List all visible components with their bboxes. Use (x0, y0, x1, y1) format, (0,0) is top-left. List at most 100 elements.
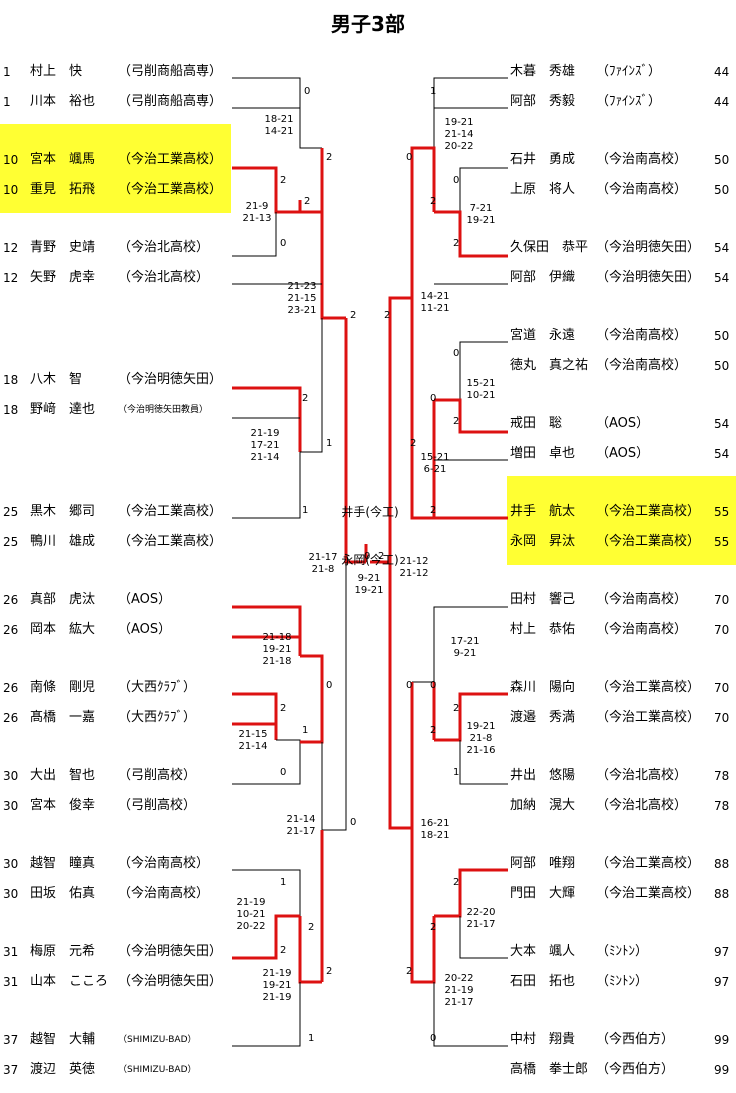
player-name: 中村 翔貴 (510, 1032, 576, 1047)
team-name: （今治工業高校） (118, 504, 223, 519)
team-name: （今治工業高校） (118, 152, 223, 167)
right-player-row: 村上 恭佑（今治南高校）70 (0, 621, 736, 639)
right-player-row: 門田 大輝（今治工業高校）88 (0, 885, 736, 903)
player-name: 田村 響己 (510, 592, 576, 607)
score-L3: 21-23 21-15 23-21 (287, 281, 317, 316)
game-count: 2 (430, 196, 437, 207)
player-name: 森川 陽向 (510, 680, 576, 695)
bracket-line (232, 212, 277, 257)
right-player-row: 上原 将人（今治南高校）50 (0, 181, 736, 199)
team-name: （AOS） (118, 592, 172, 607)
seed-number: 44 (714, 95, 730, 109)
bracket-win-line (410, 828, 436, 984)
team-name: （今治工業高校） (596, 710, 701, 725)
player-name: 宮本 俊幸 (30, 798, 96, 813)
team-name: （今治工業高校） (118, 534, 223, 549)
player-name: 井出 悠陽 (510, 768, 576, 783)
game-count: 2 (453, 238, 460, 249)
player-name: 大出 智也 (30, 768, 96, 783)
score-L5: 21-18 19-21 21-18 (262, 632, 292, 667)
team-name: （今治明徳矢田） (118, 372, 223, 387)
game-count: 0 (326, 680, 333, 691)
game-count: 1 (302, 505, 309, 516)
game-count: 2 (280, 945, 287, 956)
team-name: （今治明徳矢田） (118, 974, 223, 989)
team-name: （今治工業高校） (596, 504, 701, 519)
game-count: 0 (453, 175, 460, 186)
team-name: （今治南高校） (596, 592, 688, 607)
seed-number: 37 (3, 1033, 19, 1047)
player-name: 加納 滉大 (510, 798, 576, 813)
game-count: 2 (350, 310, 357, 321)
seed-number: 70 (714, 711, 730, 725)
player-name: 徳丸 真之祐 (510, 358, 589, 373)
team-name: （AOS） (596, 446, 650, 461)
team-name: （今治北高校） (118, 240, 210, 255)
game-count: 0 (304, 86, 311, 97)
player-name: 阿部 伊織 (510, 270, 576, 285)
score-R6: 17-21 9-21 (450, 636, 480, 659)
player-name: 戒田 聡 (510, 416, 563, 431)
game-count: 1 (453, 767, 460, 778)
player-name: 鴨川 雄成 (30, 534, 96, 549)
right-player-row: 井出 悠陽（今治北高校）78 (0, 767, 736, 785)
score-L9: 21-19 19-21 21-19 (262, 968, 292, 1003)
team-name: （AOS） (596, 416, 650, 431)
team-name: （ﾐﾝﾄﾝ） (596, 974, 649, 989)
bracket-line (232, 739, 301, 785)
player-name: 越智 大輔 (30, 1032, 96, 1047)
score-L7: 21-14 21-17 (286, 814, 316, 837)
bracket-line (412, 606, 508, 683)
team-name: （今治工業高校） (596, 856, 701, 871)
left-player-row: 37 越智 大輔 （SHIMIZU-BAD） (0, 1031, 232, 1049)
champion-line-1: 井手(今工) (341, 505, 399, 519)
right-player-row: 戒田 聡（AOS）54 (0, 415, 736, 433)
seed-number: 54 (714, 241, 730, 255)
seed-number: 26 (3, 711, 19, 725)
game-count: 2 (326, 152, 333, 163)
seed-number: 30 (3, 887, 19, 901)
team-name: （ﾌｧｲﾝｽﾞ） (596, 64, 662, 79)
team-name: （今治南高校） (118, 856, 210, 871)
team-name: （今治明徳矢田教員） (118, 405, 209, 415)
game-count: 2 (406, 966, 413, 977)
right-player-row: 加納 滉大（今治北高校）78 (0, 797, 736, 815)
game-count: 1 (308, 1033, 315, 1044)
bracket-win-line (232, 914, 300, 960)
player-name: 矢野 虎幸 (30, 270, 96, 285)
score-RF: 21-12 21-12 (399, 556, 429, 579)
seed-number: 88 (714, 887, 730, 901)
player-name: 石井 勇成 (510, 152, 576, 167)
right-player-row: 徳丸 真之祐（今治南高校）50 (0, 357, 736, 375)
seed-number: 30 (3, 799, 19, 813)
bracket-line (459, 167, 508, 212)
right-player-row: 高橋 拳士郎（今西伯方）99 (0, 1061, 736, 1079)
bracket-win-line (232, 605, 302, 656)
right-player-row: 阿部 唯翔（今治工業高校）88 (0, 855, 736, 873)
bracket-win-line (434, 398, 508, 434)
team-name: （今治明徳矢田） (596, 270, 701, 285)
score-L8: 21-19 10-21 20-22 (236, 897, 266, 932)
seed-number: 70 (714, 681, 730, 695)
team-name: （SHIMIZU-BAD） (118, 1035, 197, 1045)
right-player-row: 田村 響己（今治南高校）70 (0, 591, 736, 609)
score-F: 9-21 19-21 (354, 573, 384, 596)
seed-number: 26 (3, 681, 19, 695)
player-name: 阿部 秀毅 (510, 94, 576, 109)
player-name: 宮道 永遠 (510, 328, 576, 343)
bracket-win-line (388, 562, 414, 830)
player-name: 野﨑 達也 (30, 402, 96, 417)
right-player-row: 森川 陽向（今治工業高校）70 (0, 679, 736, 697)
seed-number: 50 (714, 329, 730, 343)
seed-number: 54 (714, 271, 730, 285)
player-name: 髙橋 一嘉 (30, 710, 96, 725)
